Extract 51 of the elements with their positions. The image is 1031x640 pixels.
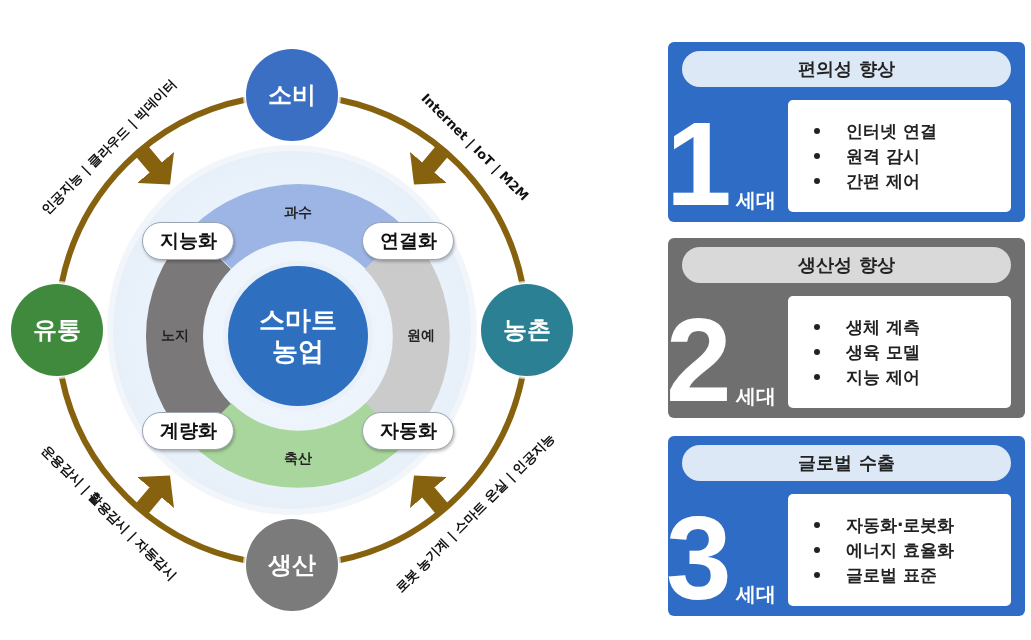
list-panel bbox=[788, 494, 1011, 606]
tag-pill bbox=[362, 412, 454, 450]
generation-label: 세대 bbox=[736, 581, 776, 608]
list-item: 생체 계측 bbox=[846, 315, 920, 339]
list-item: 생육 모델 bbox=[846, 340, 920, 364]
heading-text: 생산성 향상 bbox=[798, 253, 895, 277]
list-item: 간편 제어 bbox=[846, 169, 920, 193]
tag-pill bbox=[362, 222, 454, 260]
tag-label: 계량화 bbox=[159, 418, 217, 443]
connector-arc bbox=[58, 96, 246, 284]
tag-label: 연결화 bbox=[379, 228, 437, 253]
list-item: 인터넷 연결 bbox=[846, 119, 937, 143]
list-item: 자동화·로봇화 bbox=[846, 513, 955, 537]
generation-label: 세대 bbox=[736, 383, 776, 410]
tag-pill bbox=[142, 412, 234, 450]
generation-card bbox=[668, 238, 1025, 418]
tag-label: 지능화 bbox=[159, 228, 217, 253]
generation-number: 1 bbox=[668, 107, 732, 220]
segment-label: 축산 bbox=[284, 450, 312, 469]
heading-text: 편의성 향상 bbox=[798, 57, 895, 81]
circle-label: 농촌 bbox=[502, 315, 552, 345]
arrow bbox=[410, 145, 449, 185]
generation-number: 3 bbox=[668, 501, 732, 614]
connector-arc bbox=[338, 376, 526, 564]
list-item: 글로벌 표준 bbox=[846, 563, 937, 587]
heading-pill bbox=[682, 51, 1011, 87]
segment-label: 원예 bbox=[407, 327, 436, 345]
connector-arc bbox=[338, 96, 526, 284]
arrow bbox=[135, 475, 174, 515]
circle-label: 생산 bbox=[267, 550, 317, 580]
generation-card bbox=[668, 436, 1025, 616]
heading-text: 글로벌 수출 bbox=[798, 451, 895, 475]
arrow bbox=[135, 145, 174, 185]
list-item: 에너지 효율화 bbox=[846, 538, 954, 562]
list-item: 지능 제어 bbox=[846, 365, 920, 389]
tag-pill bbox=[142, 222, 234, 260]
heading-pill bbox=[682, 247, 1011, 283]
list-panel bbox=[788, 100, 1011, 212]
center-label: 스마트 농업 bbox=[258, 304, 338, 368]
generation-number: 2 bbox=[668, 303, 732, 416]
connector-arc bbox=[58, 376, 246, 564]
segment-label: 노지 bbox=[160, 327, 189, 345]
list-panel bbox=[788, 296, 1011, 408]
segment-label: 과수 bbox=[284, 203, 312, 222]
generation-label: 세대 bbox=[736, 187, 776, 214]
generation-card bbox=[668, 42, 1025, 222]
circle-label: 소비 bbox=[267, 80, 317, 110]
arrow bbox=[410, 475, 449, 515]
list-item: 원격 감시 bbox=[846, 144, 920, 168]
circle-label: 유통 bbox=[32, 315, 82, 345]
heading-pill bbox=[682, 445, 1011, 481]
